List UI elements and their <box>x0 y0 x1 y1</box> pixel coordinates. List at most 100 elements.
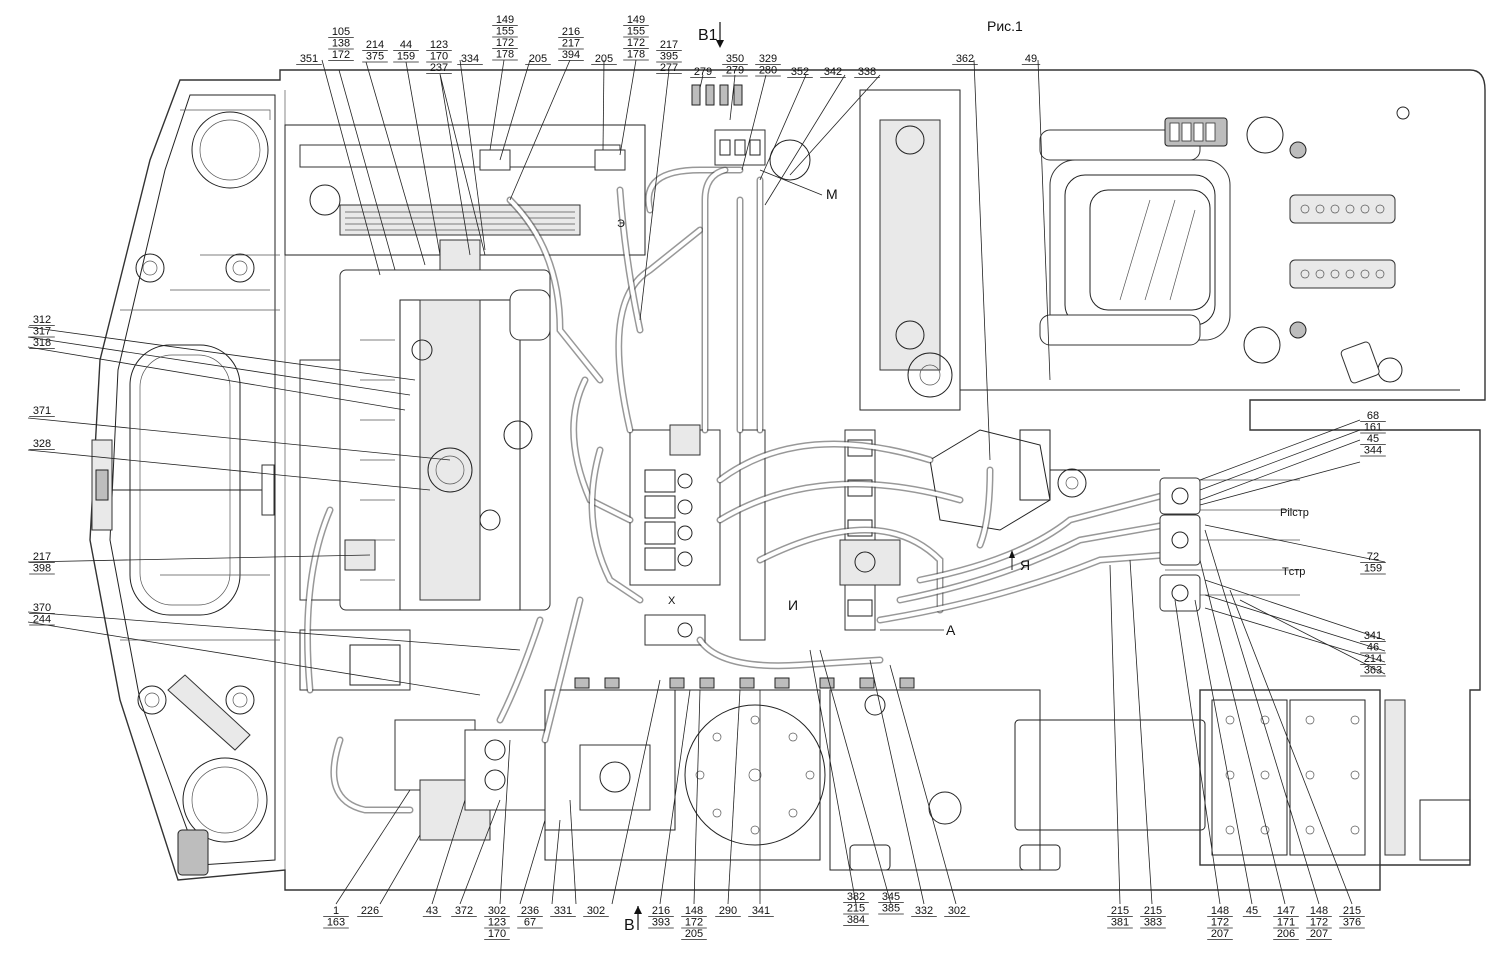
bolt-strip <box>574 677 915 689</box>
callout-number: 170 <box>430 51 448 63</box>
view-label-x: Х <box>668 595 676 607</box>
callout-number: 215 <box>847 903 865 915</box>
callout-number: 45 <box>1367 433 1379 445</box>
callout-372: 372 <box>451 905 477 917</box>
callout-number: 244 <box>33 614 51 626</box>
callout-number: 398 <box>33 563 51 575</box>
callout-number: 344 <box>1364 445 1382 457</box>
callout-328: 328 <box>29 438 55 450</box>
callout-331: 331 <box>550 905 576 917</box>
figure-title: Рис.1 <box>987 18 1023 34</box>
callout-number: 172 <box>332 49 350 61</box>
callout-number: 68 <box>1367 410 1379 422</box>
callout-338: 338 <box>854 66 880 78</box>
callout-226: 226 <box>357 905 383 917</box>
callout-number: 138 <box>332 38 350 50</box>
callout-number: 384 <box>847 914 865 926</box>
battery-box <box>1199 689 1471 866</box>
top-manifold <box>691 84 811 181</box>
callout-number: 207 <box>1211 928 1229 940</box>
callout-number: 329 <box>759 53 777 65</box>
callout-number: 172 <box>685 917 703 929</box>
callout-number: 371 <box>33 405 51 417</box>
engine-block <box>299 269 551 611</box>
callout-number: 280 <box>759 65 777 77</box>
callout-number: 155 <box>627 26 645 38</box>
callout-number: 317 <box>33 326 51 338</box>
callout-302b: 302 <box>583 905 609 917</box>
callout-number: 148 <box>1211 905 1229 917</box>
callout-number: 67 <box>524 917 536 929</box>
callout-number: 149 <box>496 14 514 26</box>
callout-number: 105 <box>332 26 350 38</box>
view-label-ya: Я <box>1020 557 1030 573</box>
callout-number: 172 <box>1310 917 1328 929</box>
callout-number: 43 <box>426 905 438 917</box>
callout-number: 159 <box>1364 563 1382 575</box>
callout-number: 302 <box>587 905 605 917</box>
callout-number: 49 <box>1025 53 1037 65</box>
callout-layer: 3511051381722143754415912317023733414915… <box>29 14 1386 940</box>
boom-mount <box>929 429 1160 531</box>
callout-number: 217 <box>33 551 51 563</box>
callout-342: 342 <box>820 66 846 78</box>
callout-351: 351 <box>296 53 322 65</box>
callout-number: 206 <box>1277 928 1295 940</box>
callout-number: 149 <box>627 14 645 26</box>
callout-number: 334 <box>461 53 479 65</box>
callout-number: 338 <box>858 66 876 78</box>
callout-number: 363 <box>1364 665 1382 677</box>
callout-number: 178 <box>496 49 514 61</box>
callout-number: 205 <box>595 53 613 65</box>
callout-number: 345 <box>882 891 900 903</box>
callout-number: 375 <box>366 51 384 63</box>
callout-205a: 205 <box>525 53 551 65</box>
callout-number: 385 <box>882 903 900 915</box>
callout-number: 215 <box>1111 905 1129 917</box>
callout-number: 217 <box>660 39 678 51</box>
port-label-pilot: Pilстр <box>1280 507 1309 519</box>
callout-number: 237 <box>430 62 448 74</box>
callout-341b: 341 <box>748 905 774 917</box>
callout-number: 236 <box>521 905 539 917</box>
callout-number: 205 <box>529 53 547 65</box>
callout-290: 290 <box>715 905 741 917</box>
bulkhead-fittings <box>1159 477 1201 612</box>
callout-number: 350 <box>726 53 744 65</box>
machine-outline <box>89 69 1486 891</box>
callout-number: 332 <box>915 905 933 917</box>
callout-number: 178 <box>627 49 645 61</box>
callout-number: 123 <box>430 39 448 51</box>
view-label-m: М <box>826 186 838 202</box>
callout-number: 45 <box>1246 905 1258 917</box>
callout-number: 383 <box>1144 917 1162 929</box>
view-label-b1: В1 <box>698 27 718 44</box>
callout-334: 334 <box>457 53 483 65</box>
callout-number: 155 <box>496 26 514 38</box>
callout-302c: 302 <box>944 905 970 917</box>
hose-bundle <box>304 166 1300 744</box>
callout-362: 362 <box>952 53 978 65</box>
